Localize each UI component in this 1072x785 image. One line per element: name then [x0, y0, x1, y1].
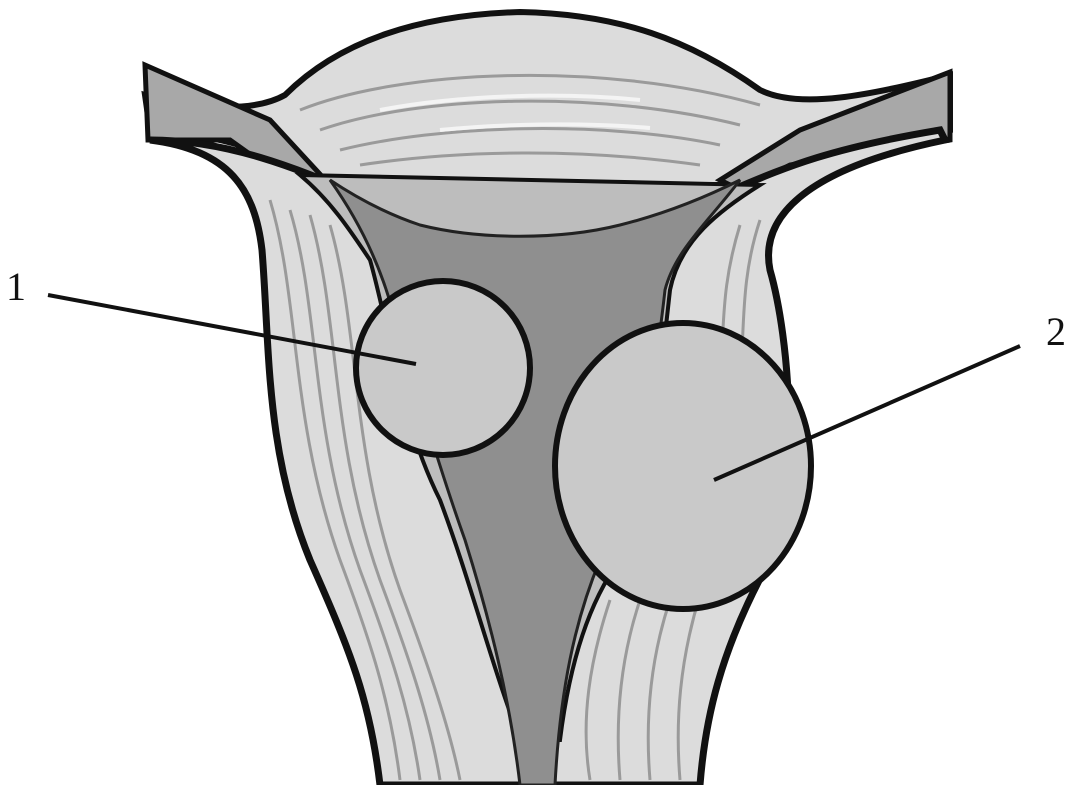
fibroid-2 [555, 323, 811, 609]
fibroid-1 [356, 281, 530, 455]
label-1: 1 [6, 264, 26, 309]
label-2: 2 [1046, 309, 1066, 354]
